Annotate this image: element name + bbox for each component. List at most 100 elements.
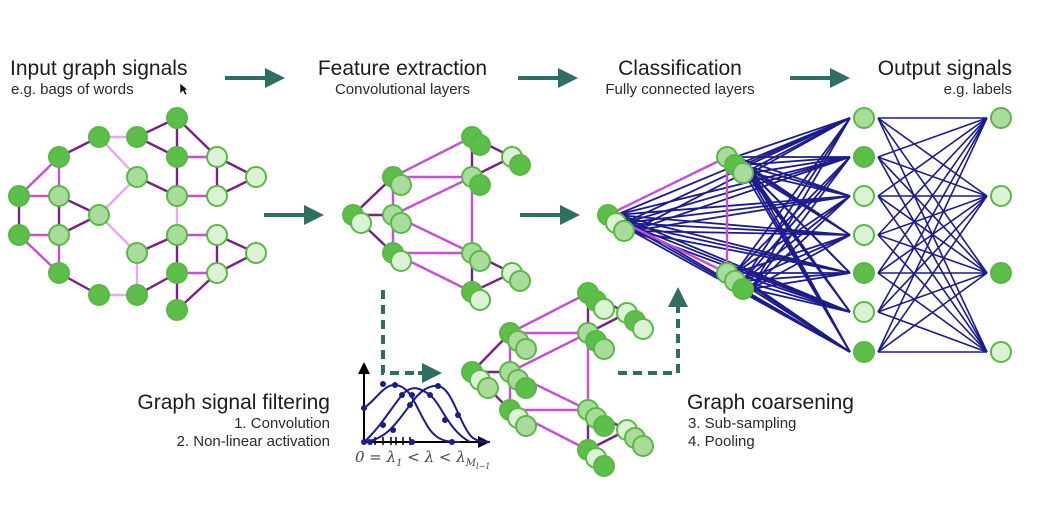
fc-edge: [877, 272, 988, 313]
fc-edge: [734, 156, 851, 274]
output-title: Output signals: [877, 57, 1012, 80]
fc-edge: [742, 156, 851, 282]
input-graph-node: [126, 126, 148, 148]
fc-edge: [615, 156, 851, 216]
input-graph-node: [166, 107, 188, 129]
input-graph-node: [48, 224, 70, 246]
filter-chart: [358, 362, 491, 448]
fc-edge: [742, 164, 851, 197]
arrow-right-icon-head: [304, 205, 324, 225]
coarsening-title: Graph coarsening: [687, 391, 854, 414]
arrow-right-icon-head: [830, 68, 850, 88]
filter-sample-point: [442, 417, 448, 423]
fc-edge: [631, 230, 851, 236]
fc-layer-node: [853, 107, 875, 129]
fc-edge: [877, 195, 988, 313]
fc-layer-node: [853, 301, 875, 323]
fc-layer-node: [853, 262, 875, 284]
fc-edge: [734, 117, 851, 274]
filter-sample-point: [390, 427, 396, 433]
input-graph-node: [48, 146, 70, 168]
input-graph-node: [48, 262, 70, 284]
arrow-right-icon-head: [558, 68, 578, 88]
filtering-step-1: 1. Convolution: [234, 415, 330, 432]
fc-layer-node: [853, 224, 875, 246]
feature-graph-node: [390, 250, 412, 272]
input-subtitle: e.g. bags of words: [11, 81, 134, 98]
arrow-up-icon-head: [668, 287, 688, 307]
fc-edge: [750, 288, 851, 353]
feature-graph-node: [350, 212, 372, 234]
output-node: [990, 341, 1012, 363]
fc-edge: [750, 195, 851, 290]
feature-graph-node: [390, 174, 412, 196]
fc-edge: [631, 195, 851, 232]
fc-edge: [750, 234, 851, 290]
input-graph-node: [206, 185, 228, 207]
fc-edge: [877, 117, 988, 158]
output-node: [990, 262, 1012, 284]
input-graph-node: [48, 185, 70, 207]
input-graph-node: [88, 204, 110, 226]
filter-sample-point: [435, 383, 441, 389]
feature-graph-node: [469, 134, 491, 156]
input-graph-node: [206, 224, 228, 246]
fc-edge: [877, 117, 988, 197]
y-axis-arrow-icon: [358, 362, 370, 374]
filter-sample-point: [427, 392, 433, 398]
eigenvalue-axis-label: 0 = λ1 < λ < λMl−1: [355, 448, 491, 471]
classification-node: [613, 220, 635, 242]
input-title: Input graph signals: [10, 57, 188, 80]
arrow-right-icon-head: [560, 205, 580, 225]
filtering-step-2: 2. Non-linear activation: [176, 433, 330, 450]
fc-edge: [877, 117, 988, 353]
fc-edge: [631, 230, 851, 274]
input-graph-node: [88, 126, 110, 148]
filter-sample-point: [449, 439, 455, 445]
coarsened-graph-node: [593, 455, 615, 477]
fc-edge: [615, 195, 851, 216]
classification-subtitle: Fully connected layers: [605, 81, 755, 98]
output-node: [990, 185, 1012, 207]
coarsened-graph-node: [593, 415, 615, 437]
coarsened-graph-node: [632, 435, 654, 457]
filter-sample-point: [367, 439, 373, 445]
input-graph-node: [206, 262, 228, 284]
fc-edge: [734, 117, 851, 158]
output-subtitle: e.g. labels: [943, 81, 1012, 98]
input-graph-node: [126, 284, 148, 306]
feature-graph-node: [509, 270, 531, 292]
coarsening-step-2: 4. Pooling: [688, 433, 755, 450]
filtering-title: Graph signal filtering: [137, 391, 330, 414]
filter-sample-point: [380, 422, 386, 428]
fc-edge: [742, 195, 851, 282]
coarsened-graph-node: [593, 298, 615, 320]
classification-graph-edge: [607, 155, 728, 217]
arrow-right-icon-head: [265, 68, 285, 88]
fc-edge: [877, 234, 988, 353]
fc-edge: [742, 156, 851, 166]
input-graph-node: [166, 299, 188, 321]
feature-graph-edge: [392, 175, 473, 217]
fc-layer-node: [853, 185, 875, 207]
coarsened-graph-node: [515, 377, 537, 399]
fc-edge: [750, 288, 851, 313]
classification-title: Classification: [618, 57, 742, 80]
input-graph-node: [166, 262, 188, 284]
input-graph-node: [166, 185, 188, 207]
fc-edge: [877, 117, 988, 313]
feature-graph-node: [390, 212, 412, 234]
feature-graph-edge: [392, 135, 473, 179]
input-graph-node: [8, 185, 30, 207]
filter-sample-point: [455, 412, 461, 418]
coarsened-graph-edge: [509, 291, 589, 335]
fc-edge: [631, 156, 851, 232]
classification-node: [732, 162, 754, 184]
filter-sample-point: [409, 439, 415, 445]
input-graph-node: [88, 284, 110, 306]
fc-edge: [750, 156, 851, 174]
fc-layer-node: [853, 146, 875, 168]
feature-graph-node: [469, 250, 491, 272]
fc-edge: [750, 117, 851, 174]
